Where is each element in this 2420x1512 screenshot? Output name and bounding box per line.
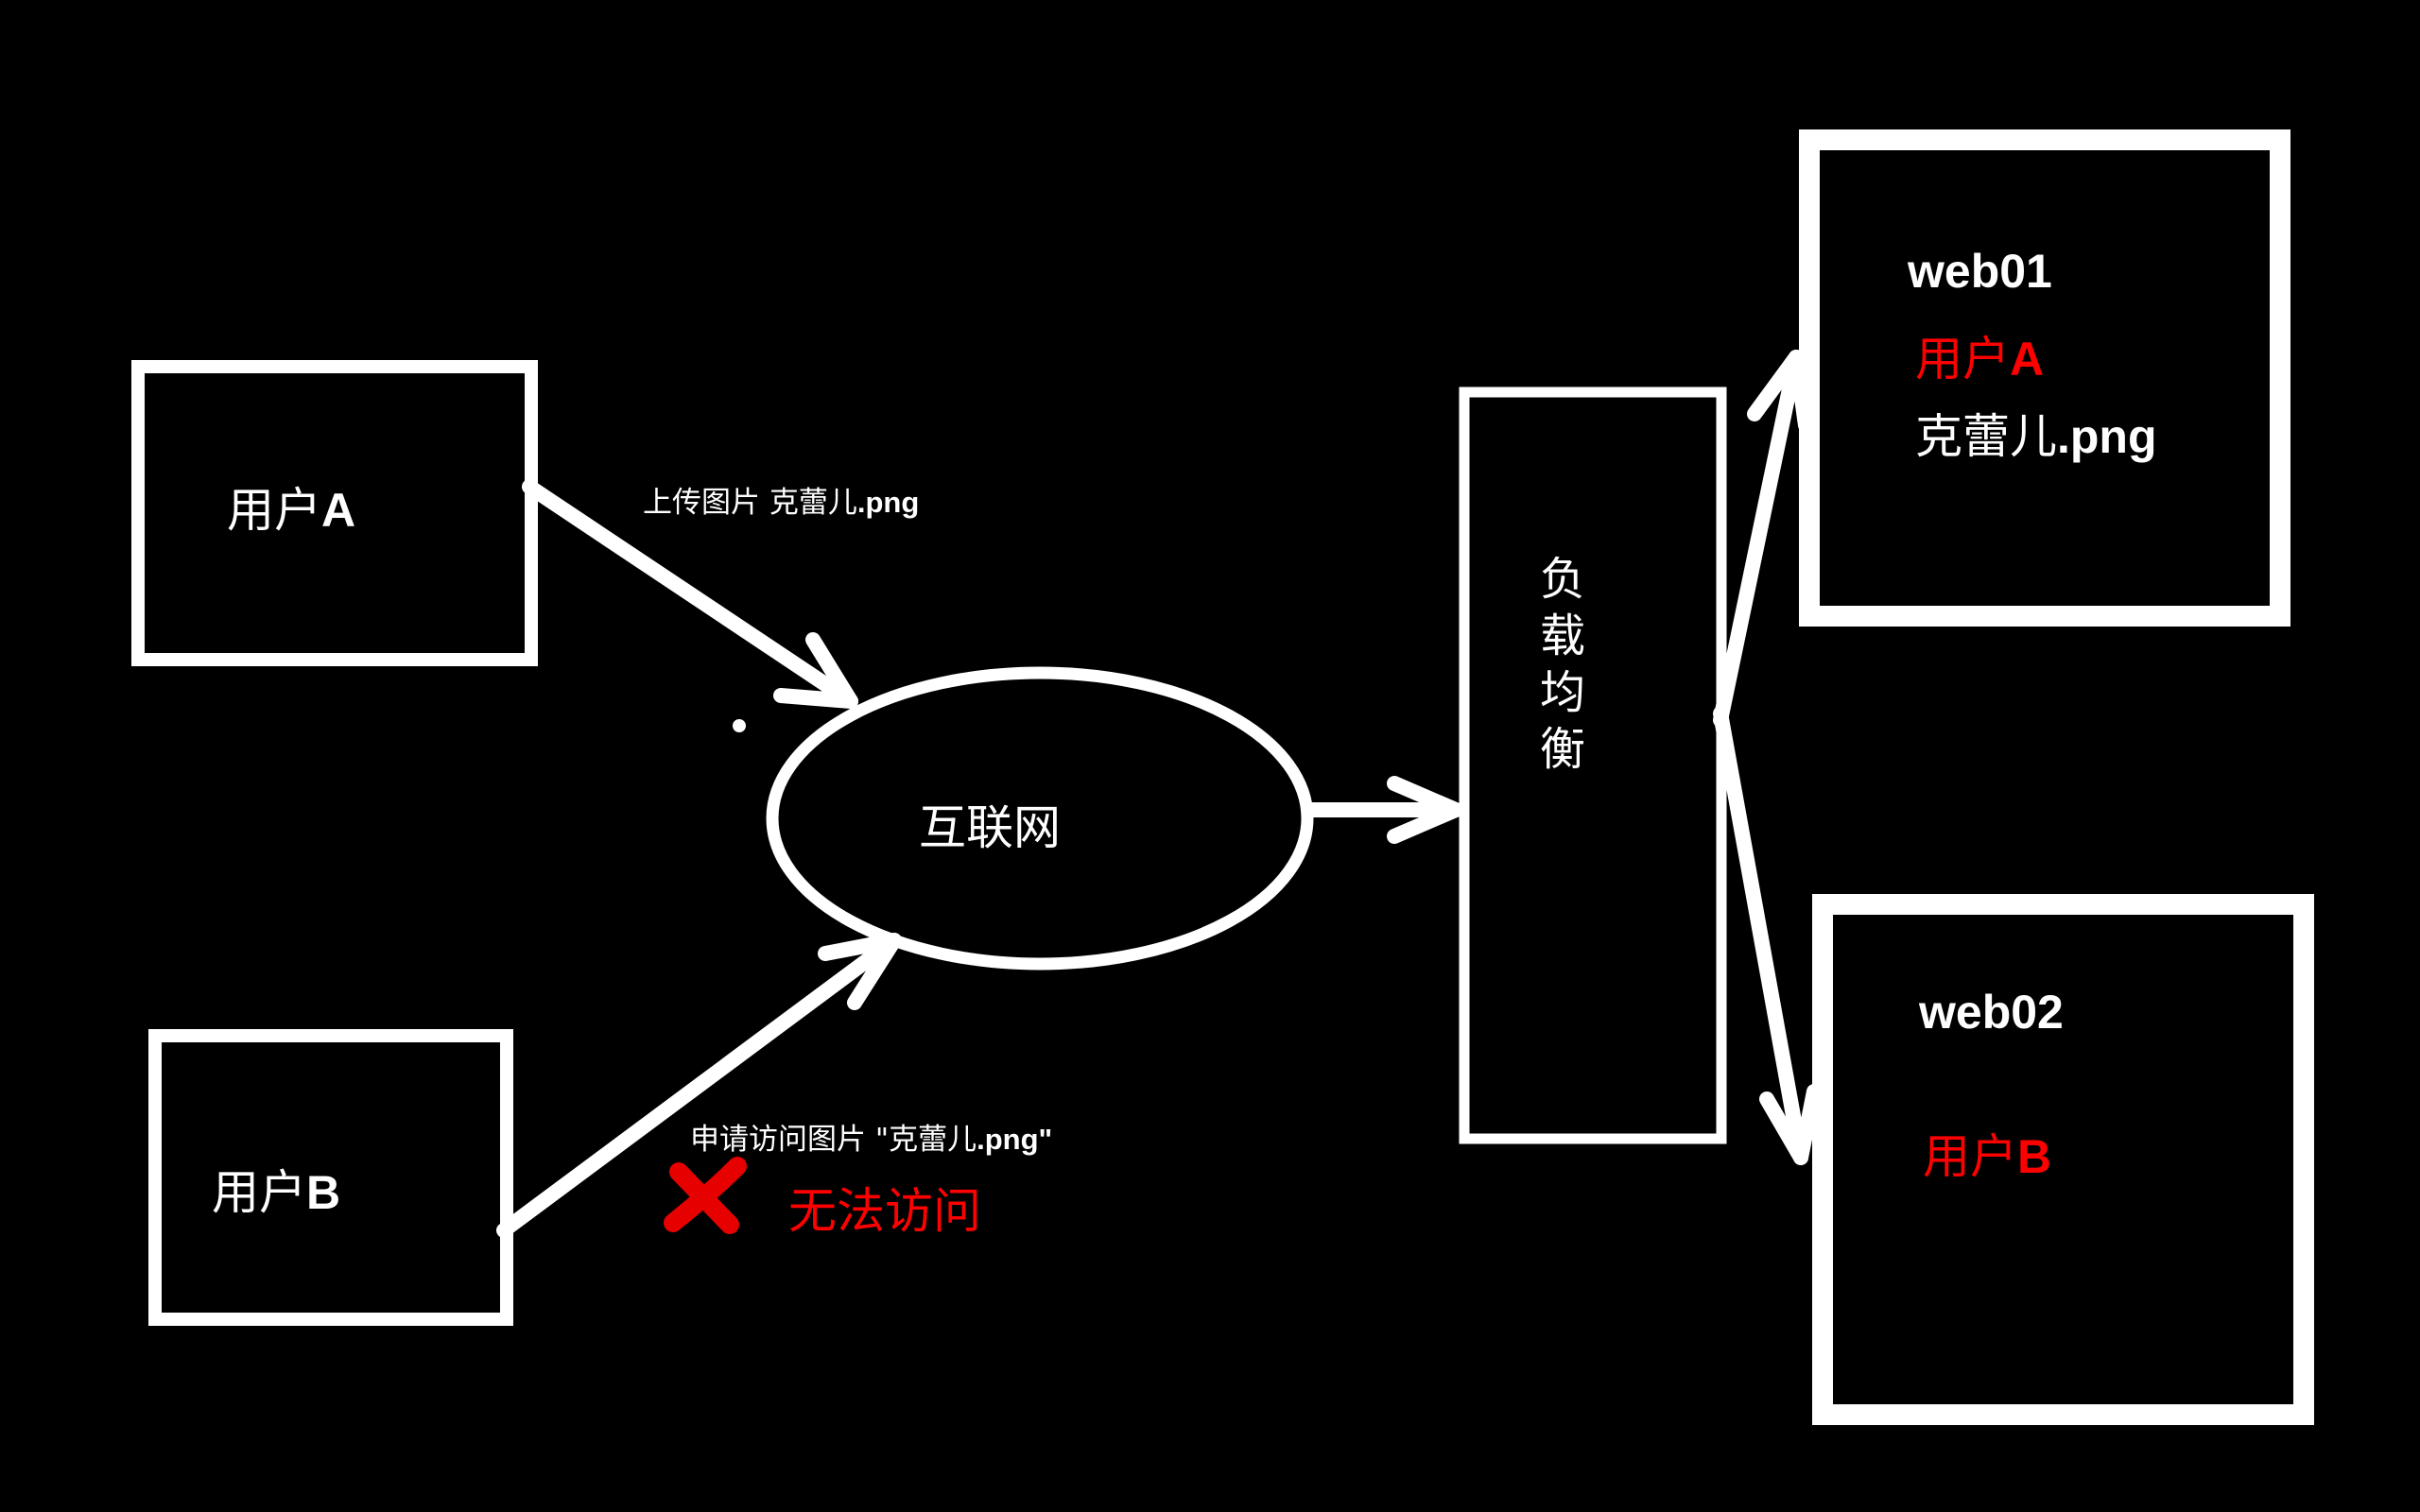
internet-label: 互联网 [919,800,1061,855]
arrow-load-balancer-to-web02 [1713,706,1822,1165]
user-b-box [148,1029,513,1326]
user-b-label: 用户B [212,1165,341,1220]
web01-file-label: 克蕾儿.png [1915,409,2157,464]
internet-ellipse [766,666,1314,971]
upload-edge-label: 上传图片 克蕾儿.png [643,486,920,520]
arrow-user-a-to-internet [522,479,858,709]
web01-title: web01 [1908,245,2052,298]
web02-title: web02 [1919,986,2064,1039]
access-denied-text: 无法访问 [788,1184,982,1240]
arrow-user-b-to-internet [496,933,902,1238]
user-a-box [131,360,538,666]
web01-user-label: 用户A [1915,332,2045,387]
stray-dot [733,719,746,732]
web01-box [1799,129,2290,627]
cross-icon [664,1157,747,1234]
load-balancer-box [1459,387,1727,1144]
arrow-internet-to-load-balancer [1301,776,1463,844]
load-balancer-label: 负载均衡 [1539,553,1585,776]
user-a-label: 用户A [227,483,356,538]
web02-user-label: 用户B [1923,1129,2052,1184]
web02-box [1812,894,2314,1425]
arrow-load-balancer-to-web01 [1713,350,1813,728]
request-edge-label: 申请访问图片 "克蕾儿.png" [690,1123,1053,1157]
